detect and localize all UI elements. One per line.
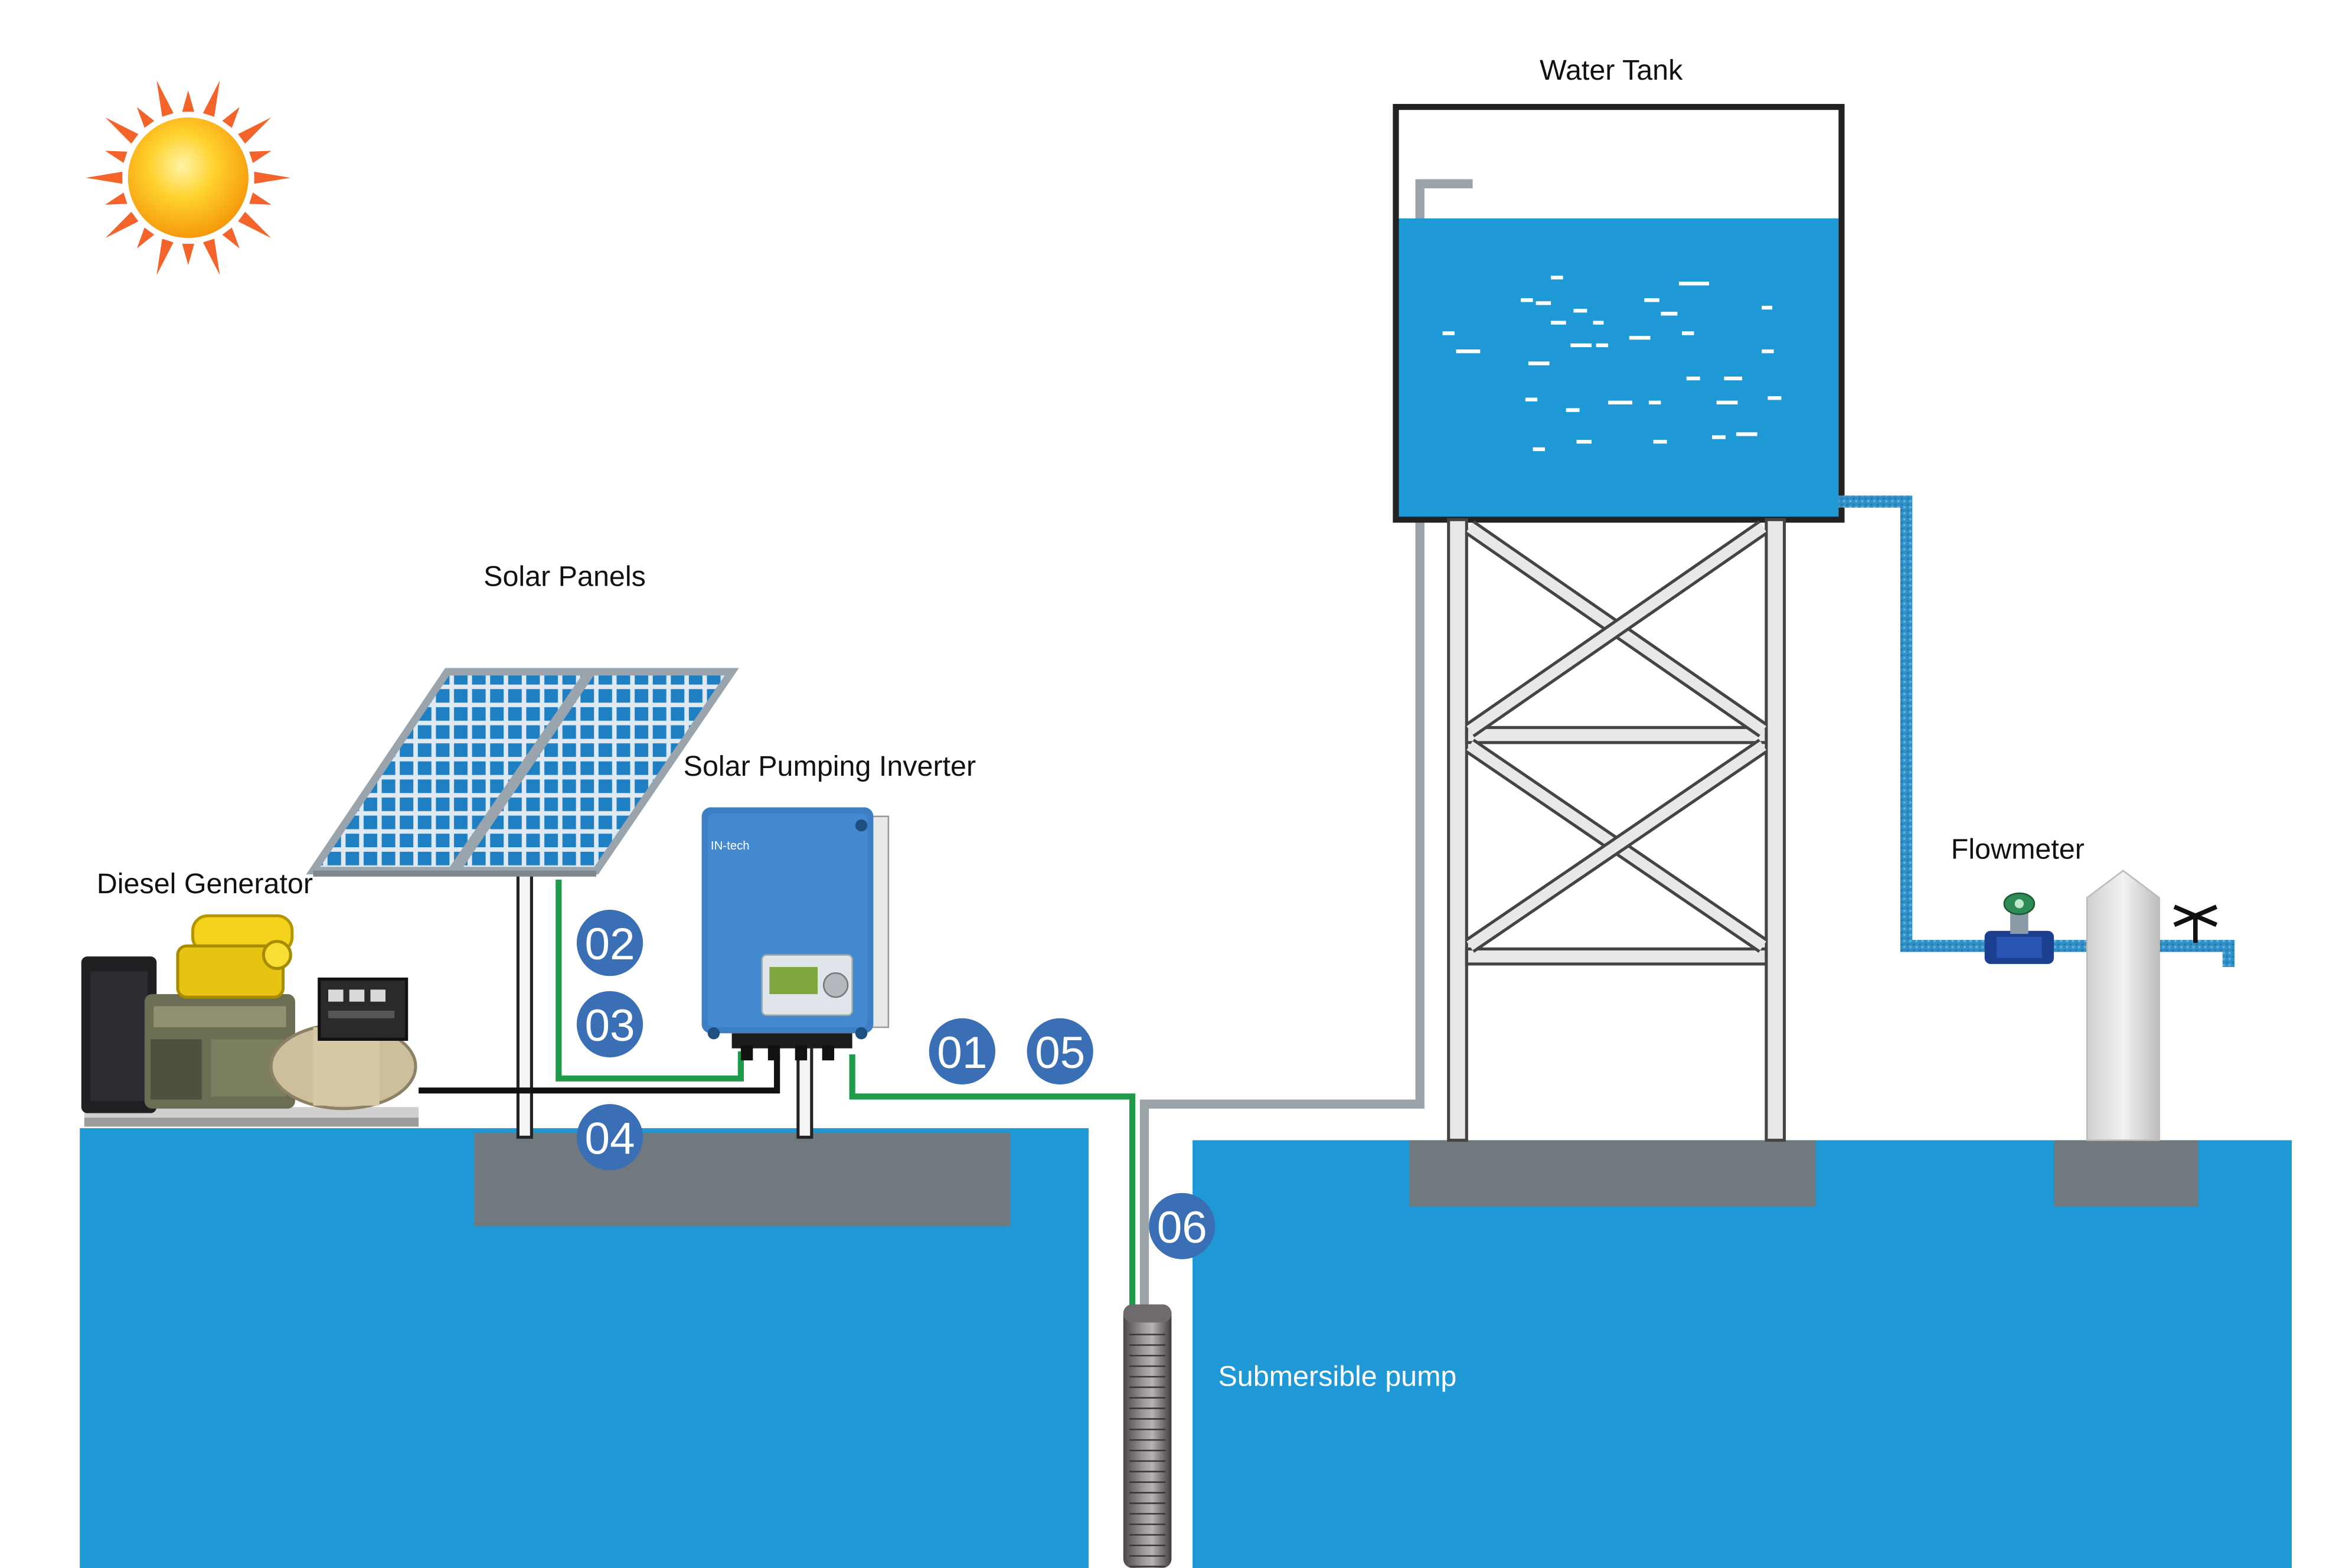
panel-dc-cable [556,880,744,1082]
tap-icon [2173,904,2218,943]
badge-04-text: 04 [584,1113,635,1164]
sun-ray [249,151,272,164]
panel-foundation [474,1132,1011,1226]
water-bubble [1716,400,1738,405]
water-bubble [1442,331,1455,335]
sun-ray [222,107,240,128]
badge-03-text: 03 [584,1001,635,1051]
water-bubble [1682,331,1694,335]
sun-ray [254,171,291,184]
label-diesel-generator: Diesel Generator [97,868,313,900]
water-bubble [1678,282,1709,286]
water-bubble [1661,312,1678,316]
sun-ray [182,90,195,112]
pump-cable [849,1054,1136,1314]
water-bubble [1762,349,1774,354]
water-bubble [1456,349,1481,354]
tap-post [2086,870,2160,1141]
water-bubble [1535,301,1551,305]
water-bubble [1533,447,1545,452]
sun-ray [105,117,139,144]
sun-icon [86,80,291,276]
sun-ray [182,243,195,266]
sun-ray [105,192,128,205]
sun-ray [136,227,155,249]
submersible-pump-icon [1123,1304,1172,1568]
badges: 01 02 03 04 05 06 [576,910,1216,1259]
water-bubble [1566,408,1580,412]
sun-ray [249,192,272,205]
water-bubble [1768,396,1782,400]
sun-ray [105,151,128,164]
label-solar-panels: Solar Panels [483,560,646,592]
water-bubble [1521,298,1533,302]
labels: Water Tank Solar Panels Solar Pumping In… [97,54,2085,1392]
water-bubble [1686,376,1700,381]
sun-ray [202,80,220,117]
badge-02: 02 [576,910,643,976]
diesel-generator-icon [81,914,419,1127]
water-bubble [1551,275,1563,280]
water-bubble [1528,361,1550,365]
inverter-brand-text: IN-tech [711,839,750,852]
badge-06: 06 [1149,1193,1216,1259]
badge-06-text: 06 [1157,1203,1207,1253]
water-bubble [1629,335,1651,340]
right-ground-water [1193,1140,2292,1568]
water-bubble [1644,298,1659,302]
water-bubble [1608,400,1632,405]
badge-05-text: 05 [1035,1028,1085,1078]
badge-05: 05 [1027,1018,1093,1085]
sun-ray [156,239,174,276]
tank-tower [1447,518,1786,1142]
water-bubble [1724,376,1743,381]
label-solar-pumping-inverter: Solar Pumping Inverter [684,750,976,782]
badge-01: 01 [929,1018,995,1085]
flowmeter-icon [1984,892,2054,964]
water-bubble [1570,343,1592,348]
water-bubble [1712,435,1726,439]
solar-panel-icon [306,668,814,1139]
water-bubble [1762,305,1773,310]
badge-02-text: 02 [584,919,635,969]
post-foundation [2054,1140,2198,1207]
sun-ray [238,117,272,144]
inverter-icon: IN-tech [701,807,890,1061]
label-flowmeter: Flowmeter [1951,833,2085,865]
water-bubble [1551,321,1566,325]
water-bubble [1576,440,1592,444]
sun-ray [222,227,240,249]
water-bubble [1573,309,1587,313]
label-submersible-pump: Submersible pump [1218,1360,1456,1392]
sun-ray [202,239,220,276]
water-bubble [1736,432,1757,436]
generator-cable [419,1054,780,1094]
sun-ray [105,211,139,239]
label-water-tank: Water Tank [1540,54,1683,86]
sun-ray [238,211,272,239]
tower-foundation [1409,1140,1817,1207]
sun-ray [86,171,123,184]
water-bubble [1525,397,1538,401]
outlet-pipe [1838,495,2235,967]
sun-ray [136,107,155,128]
badge-01-text: 01 [937,1028,987,1078]
water-bubble [1653,440,1667,444]
water-tank [1393,104,1845,523]
badge-04: 04 [576,1104,643,1171]
badge-03: 03 [576,991,643,1058]
water-bubble [1596,343,1609,348]
water-bubble [1593,321,1604,325]
sun-ray [156,80,174,117]
water-bubble [1648,400,1661,405]
